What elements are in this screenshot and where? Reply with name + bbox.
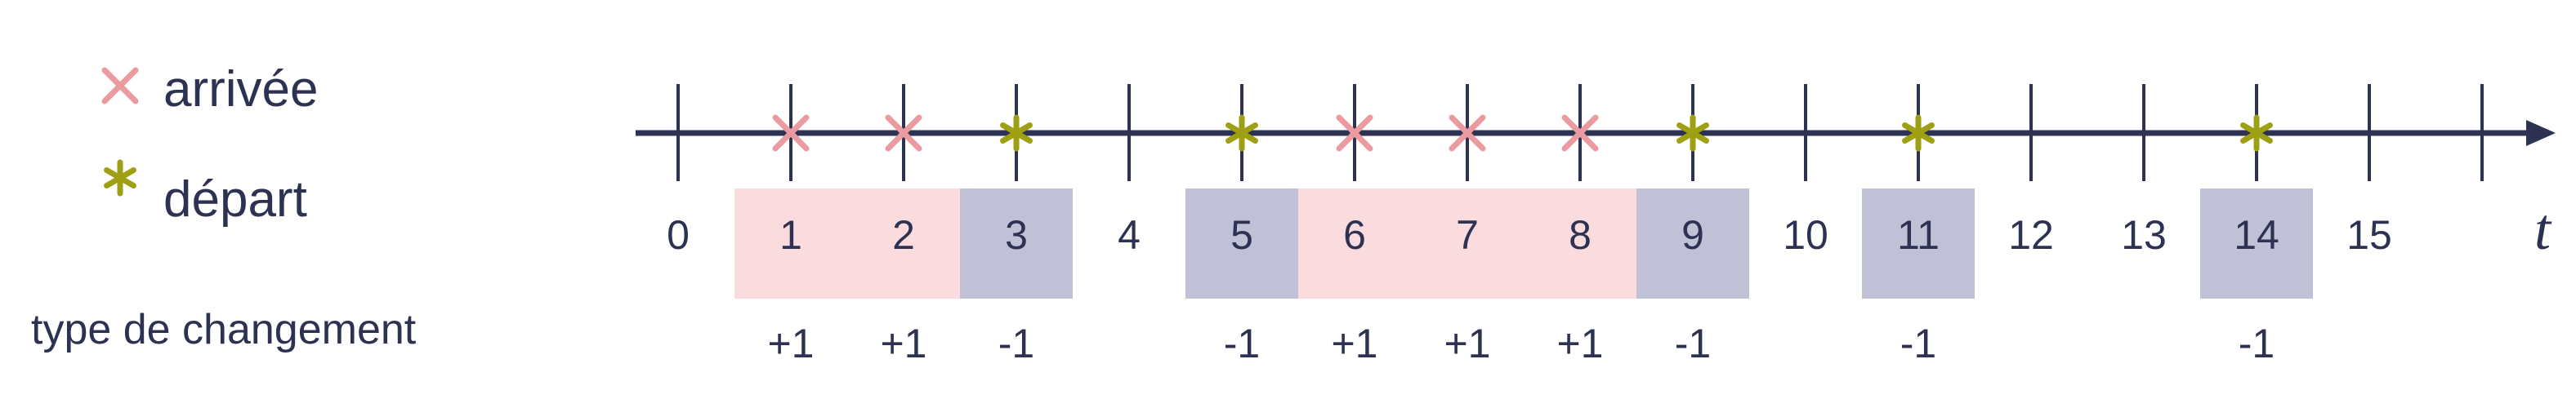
departure-marker: [1676, 114, 1709, 152]
tick-label: 11: [1897, 212, 1940, 258]
departure-cell: [2200, 188, 2313, 299]
arrival-marker: [772, 114, 810, 152]
change-value: -1: [2239, 321, 2275, 366]
departure-cell: [960, 188, 1073, 299]
axis-arrowhead: [2526, 120, 2556, 146]
tick-label: 9: [1681, 212, 1704, 258]
change-value: +1: [767, 321, 814, 366]
change-value: -1: [998, 321, 1034, 366]
change-value: -1: [1900, 321, 1936, 366]
arrival-cell: [847, 188, 960, 299]
departure-cell: [1862, 188, 1975, 299]
departure-marker: [1225, 114, 1258, 152]
legend-arrival-label: arrivée: [163, 61, 319, 118]
legend-departure-label: départ: [163, 171, 307, 228]
arrival-marker: [1336, 114, 1373, 152]
change-type-row-label: type de changement: [31, 306, 417, 353]
asterisk-glyph: [104, 159, 136, 197]
change-value: +1: [1444, 321, 1490, 366]
tick-label: 13: [2121, 212, 2167, 258]
arrival-marker: [1449, 114, 1486, 152]
asterisk-icon: [104, 159, 136, 197]
tick-label: 6: [1343, 212, 1366, 258]
legend: arrivée départ: [101, 61, 319, 228]
departure-cell: [1636, 188, 1749, 299]
departure-marker: [1000, 114, 1033, 152]
departure-cell: [1185, 188, 1298, 299]
change-value: -1: [1675, 321, 1711, 366]
tick-label: 15: [2346, 212, 2392, 258]
tick-label: 2: [892, 212, 915, 258]
time-axis: [636, 84, 2556, 181]
change-value: +1: [880, 321, 926, 366]
arrival-marker: [1561, 114, 1599, 152]
arrival-marker: [885, 114, 922, 152]
arrival-cell: [734, 188, 847, 299]
change-value: -1: [1224, 321, 1260, 366]
event-markers: [772, 114, 2273, 152]
tick-label: 7: [1456, 212, 1479, 258]
tick-label: 0: [667, 212, 690, 258]
tick-label: 10: [1783, 212, 1828, 258]
tick-label: 1: [779, 212, 802, 258]
cell-highlights: [734, 188, 2313, 299]
arrival-cell: [1524, 188, 1636, 299]
change-value: +1: [1556, 321, 1603, 366]
cross-icon: [101, 67, 139, 104]
tick-label: 4: [1118, 212, 1141, 258]
change-value: +1: [1331, 321, 1377, 366]
cross-glyph: [101, 67, 139, 104]
tick-label: 5: [1230, 212, 1253, 258]
departure-marker: [2240, 114, 2273, 152]
arrival-cell: [1411, 188, 1524, 299]
tick-label: 3: [1005, 212, 1028, 258]
tick-label: 14: [2234, 212, 2279, 258]
arrival-cell: [1298, 188, 1411, 299]
axis-variable-label: t: [2534, 197, 2552, 262]
tick-label: 12: [2008, 212, 2054, 258]
tick-label: 8: [1569, 212, 1592, 258]
departure-marker: [1902, 114, 1935, 152]
